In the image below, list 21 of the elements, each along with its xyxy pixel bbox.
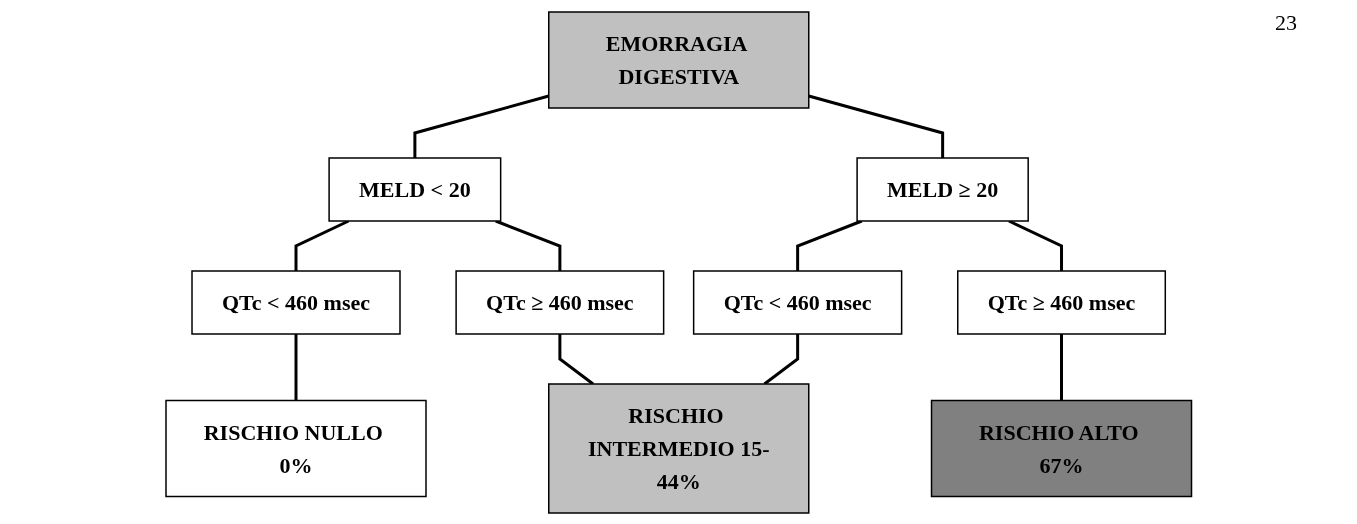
node-box: MELD ≥ 20 [856, 156, 1029, 222]
node-box: RISCHIO ALTO 67% [930, 399, 1192, 497]
node-box: MELD < 20 [328, 156, 502, 222]
connector [494, 219, 562, 271]
node-box: EMORRAGIA DIGESTIVA [547, 10, 810, 109]
node-box: QTc < 460 msec [692, 269, 903, 335]
page-number: 23 [1275, 10, 1297, 36]
node-box: QTc ≥ 460 msec [455, 269, 665, 335]
connector [413, 94, 549, 158]
connector [763, 333, 799, 385]
connector [294, 333, 298, 400]
connector [808, 94, 944, 158]
connector [294, 219, 349, 271]
node-box: RISCHIO NULLO 0% [165, 399, 427, 497]
connector [1008, 219, 1063, 271]
connector [1059, 333, 1063, 400]
connector [795, 219, 863, 271]
node-box: RISCHIO INTERMEDIO 15-44% [547, 382, 810, 514]
node-box: QTc ≥ 460 msec [956, 269, 1166, 335]
connector [558, 333, 594, 385]
node-box: QTc < 460 msec [191, 269, 401, 335]
